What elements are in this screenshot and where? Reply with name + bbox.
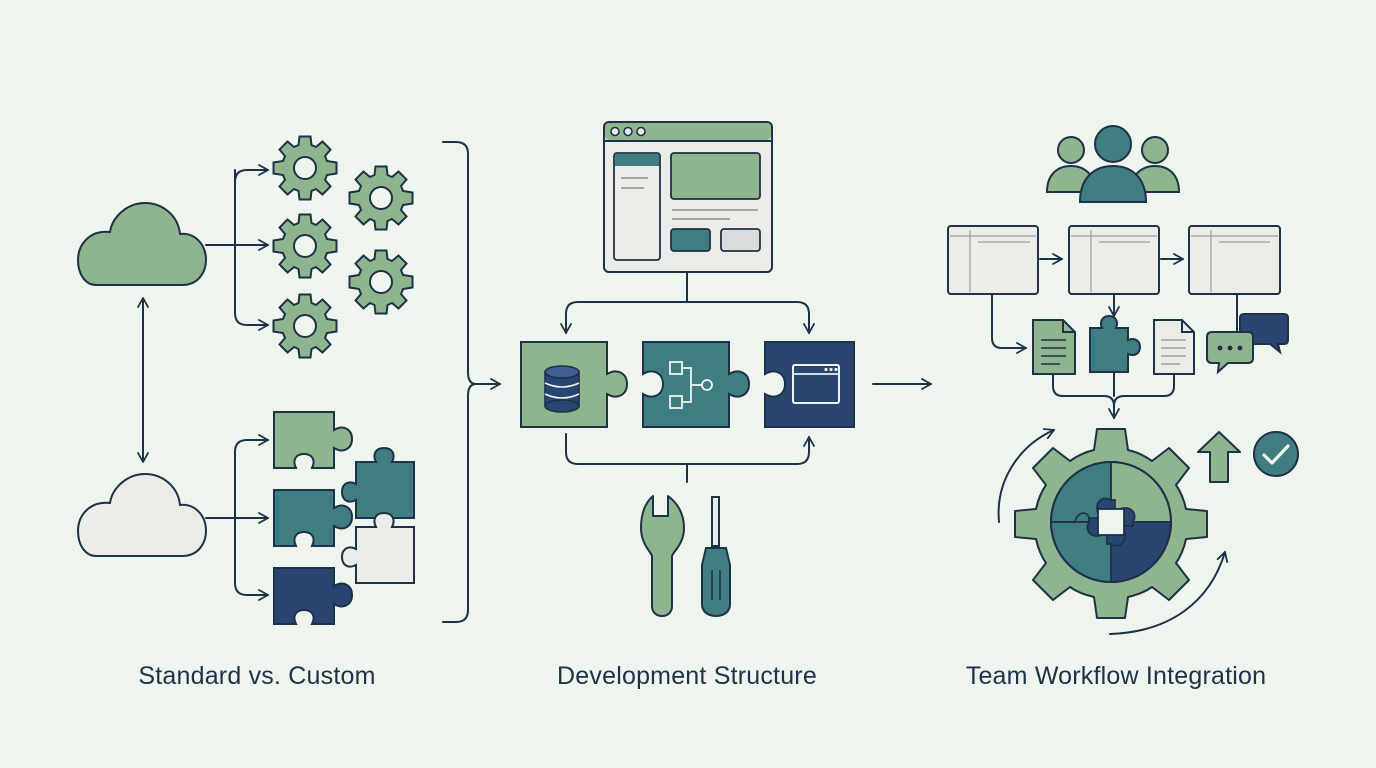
- workflow-doc-panel-3: [1188, 225, 1281, 295]
- workflow-connectors: [991, 253, 1238, 419]
- wrench-icon: [640, 495, 685, 617]
- puzzle-piece-icon-paper: [341, 512, 415, 584]
- dev-structure-connectors: [560, 271, 932, 483]
- integration-gear-icon: [1014, 428, 1208, 619]
- puzzle-piece-icon-navy: [273, 567, 353, 625]
- standard-vs-custom-panel: [76, 135, 415, 625]
- up-arrow-icon: [1197, 431, 1241, 483]
- cloud-custom-icon: [76, 472, 208, 557]
- puzzle-piece-icon-workflow: [1089, 314, 1142, 373]
- gear-icon-3: [272, 293, 338, 359]
- team-users-icon: [1045, 125, 1181, 203]
- window-module-icon: [764, 341, 855, 428]
- document-icon-sage: [1032, 319, 1076, 375]
- puzzle-piece-icon-teal-1: [341, 447, 415, 519]
- screwdriver-icon: [701, 496, 731, 618]
- cycle-arrows-icon: [997, 428, 1229, 635]
- gear-icon-4: [348, 165, 414, 231]
- cloud-standard-icon: [76, 201, 208, 286]
- caption-development-structure: Development Structure: [557, 662, 817, 690]
- browser-window-icon: [603, 121, 773, 273]
- gear-icon-2: [272, 213, 338, 279]
- gear-icon-1: [272, 135, 338, 201]
- chat-bubbles-icon: [1206, 313, 1289, 375]
- flowchart-module-icon: [642, 341, 751, 428]
- database-module-icon: [520, 341, 629, 428]
- document-icon-paper: [1153, 319, 1195, 375]
- caption-standard-vs-custom: Standard vs. Custom: [138, 662, 376, 690]
- team-workflow-panel: [947, 125, 1299, 635]
- check-circle-icon: [1253, 431, 1299, 477]
- workflow-doc-panel-2: [1068, 225, 1160, 295]
- workflow-doc-panel-1: [947, 225, 1039, 295]
- gear-icon-5: [348, 249, 414, 315]
- development-structure-panel: [520, 121, 932, 618]
- section-bracket: [442, 141, 501, 623]
- puzzle-piece-icon-teal-2: [273, 489, 353, 547]
- standard-branch-connector: [205, 164, 269, 331]
- caption-team-workflow-integration: Team Workflow Integration: [965, 662, 1267, 690]
- custom-branch-connector: [205, 434, 269, 601]
- puzzle-piece-icon-sage: [273, 411, 353, 469]
